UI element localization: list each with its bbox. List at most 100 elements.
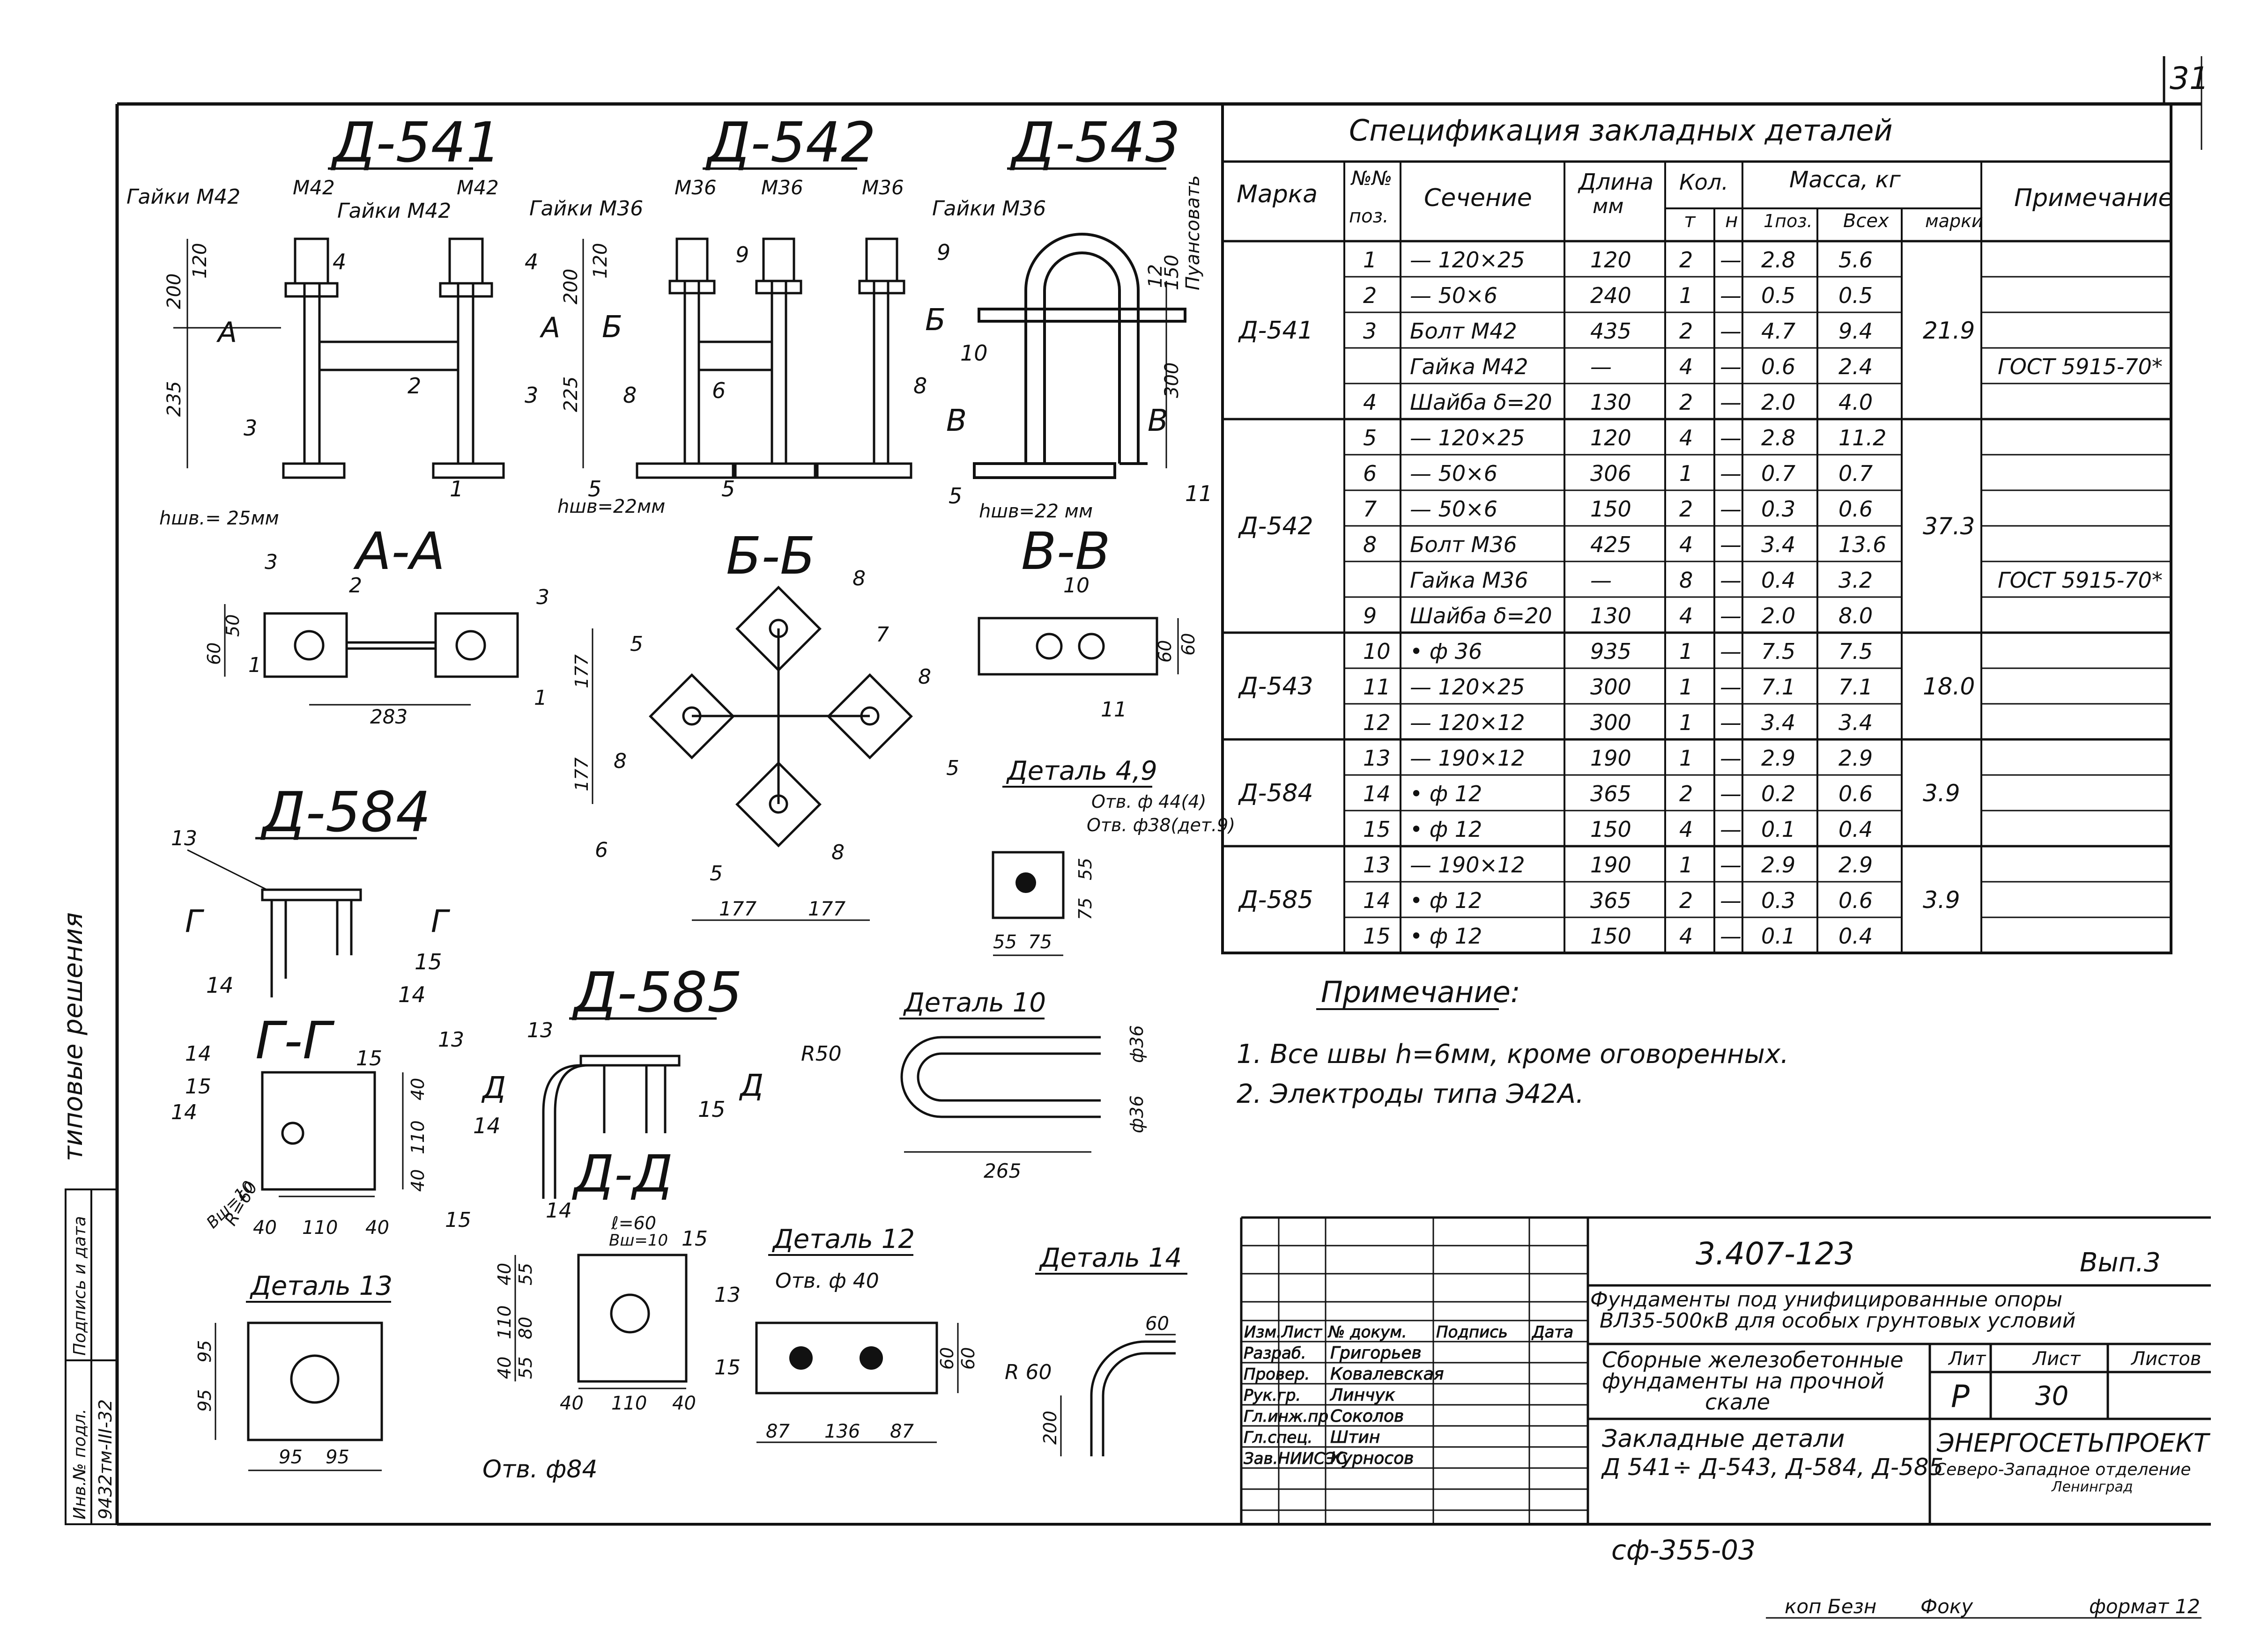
section-vv-dim-60b: 60 (1178, 633, 1199, 656)
spec-cell-mass-one: 2.0 (1761, 603, 1795, 628)
spec-cell-pos: 7 (1363, 496, 1377, 522)
spec-cell-qty-t: 4 (1679, 354, 1693, 379)
spec-title: Спецификация закладных деталей (1349, 113, 1893, 148)
title-block-role: Зав.НИИСЭС (1244, 1449, 1347, 1468)
spec-cell-qty-t: 1 (1679, 710, 1693, 735)
section-dd-dim-40c: 40 (560, 1393, 584, 1414)
org-2: Северо-Западное отделение (1934, 1460, 2191, 1479)
view-d542: Д-542 Гайки М36 М36 М36 М36 200 120 (529, 110, 946, 517)
spec-cell-mass-all: 0.6 (1838, 781, 1873, 806)
spec-cell-pos: 15 (1363, 817, 1391, 842)
spec-header-mass-one: 1поз. (1764, 211, 1813, 231)
spec-cell-length: 435 (1590, 318, 1631, 344)
d543-dim-150: 150 (1161, 255, 1183, 290)
spec-group-total: 18.0 (1923, 673, 1975, 700)
spec-cell-qty-n: — (1720, 425, 1742, 450)
spec-cell-note: ГОСТ 5915-70* (1998, 354, 2163, 379)
spec-cell-section: — 50×6 (1410, 283, 1497, 308)
d543-side-note: Пуансовать (1182, 175, 1204, 290)
bottom-code: сф-355-03 (1611, 1534, 1756, 1566)
d543-title: Д-543 (1009, 110, 1180, 175)
d541-tag-4a: 4 (333, 249, 346, 274)
detail13-dim-95d: 95 (194, 1389, 215, 1412)
d543-tag-11: 11 (1185, 481, 1213, 506)
spec-cell-qty-n: — (1720, 710, 1742, 735)
d543-tag-5: 5 (949, 483, 962, 509)
desc-line-2: фундаменты на прочной (1602, 1368, 1884, 1394)
d541-tag-4b: 4 (525, 249, 538, 274)
spec-cell-length: 300 (1590, 674, 1631, 700)
detail49-title: Деталь 4,9 (1006, 756, 1157, 786)
detail12-hole-b (860, 1346, 883, 1370)
spec-cell-qty-n: — (1720, 674, 1742, 700)
spec-cell-mass-one: 0.3 (1761, 888, 1795, 913)
section-aa: А-А 60 50 283 3 2 3 1 1 (204, 521, 549, 728)
spec-cell-qty-t: 1 (1679, 639, 1693, 664)
doc-issue: Вып.3 (2080, 1247, 2161, 1278)
d542-dim-225: 225 (560, 376, 582, 412)
section-gg-dim-40d: 40 (408, 1169, 428, 1192)
spec-cell-length: 425 (1590, 532, 1631, 557)
spec-cell-section: — 50×6 (1410, 461, 1497, 486)
detail12-hole: Отв. ф 40 (775, 1269, 879, 1293)
d542-m2: М36 (761, 176, 803, 199)
spec-cell-mass-one: 0.1 (1761, 817, 1795, 842)
section-gg-title: Г-Г (255, 1011, 335, 1070)
d584-tag-15: 15 (415, 949, 442, 974)
spec-grid (1221, 103, 2172, 954)
section-vv-title: В-В (1021, 521, 1111, 581)
spec-cell-qty-n: — (1720, 354, 1742, 379)
section-gg-dim-40c: 40 (408, 1078, 428, 1100)
d585-title: Д-585 (571, 960, 742, 1025)
spec-cell-mass-all: 7.1 (1838, 674, 1873, 700)
spec-cell-mass-all: 3.2 (1838, 568, 1873, 593)
d541-tag-3a: 3 (244, 415, 257, 441)
detail14-dim-200: 200 (1040, 1410, 1060, 1445)
spec-cell-mass-all: 9.4 (1838, 318, 1873, 344)
spec-cell-qty-n: — (1720, 603, 1742, 628)
section-aa-tag-3a: 3 (265, 550, 278, 574)
d542-m1: М36 (674, 176, 717, 199)
spec-cell-section: • ф 12 (1410, 888, 1482, 913)
d542-weld: hшв=22мм (557, 496, 665, 517)
section-aa-tag-1b: 1 (534, 686, 547, 710)
detail49-dim-55v: 55 (1075, 858, 1096, 880)
spec-cell-qty-n: — (1720, 817, 1742, 842)
spec-cell-mass-one: 0.2 (1761, 781, 1795, 806)
title-block-name: Ковалевская (1330, 1365, 1444, 1384)
spec-cell-qty-n: — (1720, 247, 1742, 273)
d585-tag-13: 13 (527, 1018, 553, 1042)
section-gg-tag-13: 13 (438, 1028, 464, 1052)
d542-nut: Гайки М36 (529, 197, 643, 221)
spec-cell-qty-t: 4 (1679, 923, 1693, 949)
d584-tag-14b: 14 (398, 982, 426, 1007)
title-block-col-header: Подпись (1436, 1323, 1508, 1342)
spec-header-mass-mark: марки (1925, 211, 1983, 231)
spec-cell-mass-all: 2.4 (1838, 354, 1873, 379)
section-dd-note1: ℓ=60 (611, 1213, 656, 1233)
spec-header-pos1: №№ (1350, 167, 1392, 190)
spec-cell-qty-t: 4 (1679, 532, 1693, 557)
d542-title: Д-542 (705, 110, 876, 175)
spec-group-mark: Д-584 (1238, 779, 1313, 807)
detail-4-9: Деталь 4,9 Отв. ф 44(4) Отв. ф38(дет.9) … (992, 756, 1235, 956)
d541-weld: hшв.= 25мм (159, 508, 279, 529)
section-gg-tag-15a: 15 (185, 1075, 211, 1099)
section-dd-dim-110: 110 (494, 1305, 515, 1339)
spec-header-length1: Длина (1578, 169, 1653, 195)
spec-cell-length: 150 (1590, 496, 1631, 522)
spec-cell-mass-one: 2.8 (1761, 425, 1795, 450)
spec-cell-mass-one: 7.1 (1761, 674, 1795, 700)
d542-m3: М36 (862, 176, 904, 199)
detail10-title: Деталь 10 (903, 988, 1046, 1018)
spec-group-total: 21.9 (1923, 317, 1975, 344)
spec-cell-mass-all: 0.4 (1838, 817, 1873, 842)
spec-cell-mass-one: 2.8 (1761, 247, 1795, 273)
spec-cell-section: — 190×12 (1410, 852, 1525, 878)
spec-cell-mass-all: 0.5 (1838, 283, 1873, 308)
section-bb-dim-177a: 177 (571, 654, 592, 688)
spec-cell-length: 190 (1590, 745, 1631, 771)
spec-cell-section: • ф 12 (1410, 923, 1482, 949)
detail-14: Деталь 14 R 60 60 200 (1005, 1243, 1187, 1456)
